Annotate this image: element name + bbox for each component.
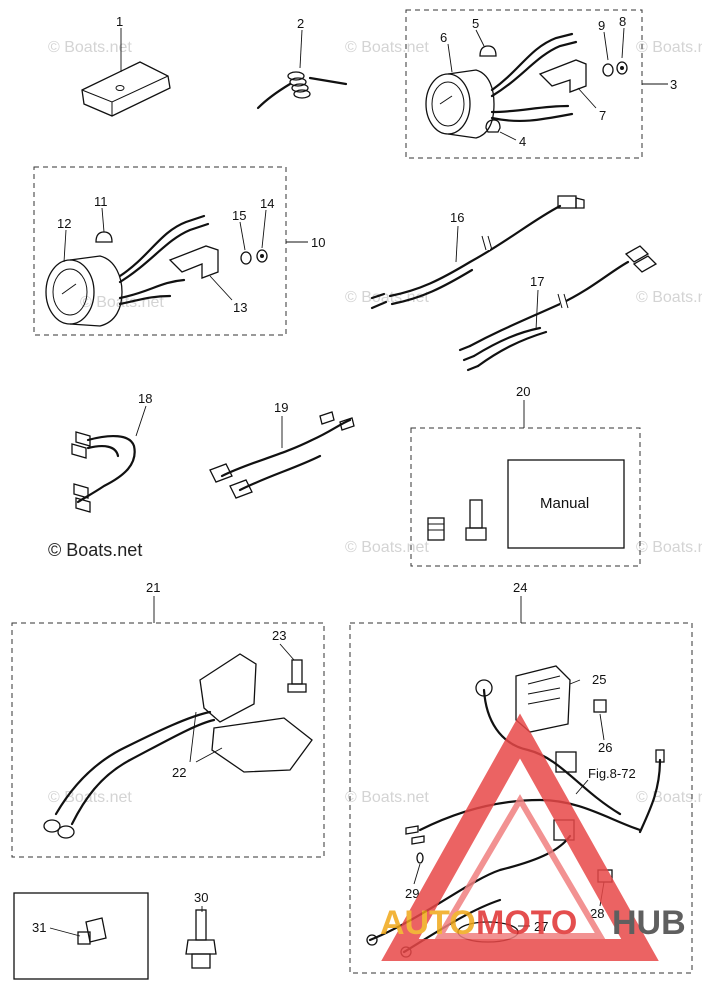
callout-29: 29 [405, 886, 419, 901]
callout-24: 24 [513, 580, 527, 595]
watermark-group: © Boats.net © Boats.net © Boats.net © Bo… [48, 39, 702, 806]
watermark: © Boats.net [636, 39, 702, 56]
callout-23: 23 [272, 628, 286, 643]
callout-25: 25 [592, 672, 606, 687]
kit-3-tachometer: 3 5 6 9 8 7 4 [405, 9, 677, 159]
triangle-inner-icon [434, 794, 606, 939]
callout-2: 2 [297, 16, 304, 31]
callout-17: 17 [530, 274, 544, 289]
callout-8: 8 [619, 14, 626, 29]
callout-12: 12 [57, 216, 71, 231]
manual-label: Manual [540, 495, 589, 512]
callout-22: 22 [172, 765, 186, 780]
watermark: © Boats.net [345, 39, 429, 56]
callout-5: 5 [472, 16, 479, 31]
callout-31: 31 [32, 920, 46, 935]
callout-18: 18 [138, 391, 152, 406]
callout-27: 27 [534, 919, 548, 934]
watermark: © Boats.net [345, 289, 429, 306]
watermark: © Boats.net [636, 539, 702, 556]
callout-30: 30 [194, 890, 208, 905]
part-1-pouch: 1 [81, 14, 171, 117]
callout-14: 14 [260, 196, 274, 211]
kit-21-coil: 21 23 22 [11, 580, 325, 858]
watermark-main: © Boats.net [48, 540, 142, 560]
watermark: © Boats.net [48, 789, 132, 806]
part-30-sender: 30 [185, 890, 217, 969]
callout-28: 28 [590, 906, 604, 921]
part-2-spring: 2 [256, 16, 348, 110]
callout-26: 26 [598, 740, 612, 755]
part-18-pigtail: 18 [71, 391, 152, 513]
callout-7: 7 [599, 108, 606, 123]
watermark: © Boats.net [48, 39, 132, 56]
callout-9: 9 [598, 18, 605, 33]
logo-moto: MOTO [476, 904, 577, 942]
automotohub-logo: AUTO MOTO HUB [380, 713, 686, 961]
callout-3: 3 [670, 77, 677, 92]
logo-hub: HUB [612, 904, 686, 942]
part-19-harness: 19 [209, 400, 355, 499]
part-16-harness: 16 [370, 195, 585, 310]
callout-20: 20 [516, 384, 530, 399]
watermark: © Boats.net [345, 539, 429, 556]
callout-10: 10 [311, 235, 325, 250]
callout-13: 13 [233, 300, 247, 315]
callout-1: 1 [116, 14, 123, 29]
callout-6: 6 [440, 30, 447, 45]
kit-31-fitting: 31 [13, 892, 149, 980]
callout-4: 4 [519, 134, 526, 149]
callout-16: 16 [450, 210, 464, 225]
fig-ref-label: Fig.8-72 [588, 766, 636, 781]
triangle-logo-icon [381, 713, 659, 961]
kit-10-gauge: 10 11 12 15 14 13 [33, 166, 325, 336]
logo-auto: AUTO [380, 904, 476, 942]
callout-21: 21 [146, 580, 160, 595]
watermark: © Boats.net [636, 289, 702, 306]
callout-11: 11 [94, 194, 108, 209]
watermark: © Boats.net [345, 789, 429, 806]
kit-20-manual: 20 Manual [410, 384, 641, 567]
callout-19: 19 [274, 400, 288, 415]
part-17-harness: 17 [458, 245, 658, 372]
callout-15: 15 [232, 208, 246, 223]
